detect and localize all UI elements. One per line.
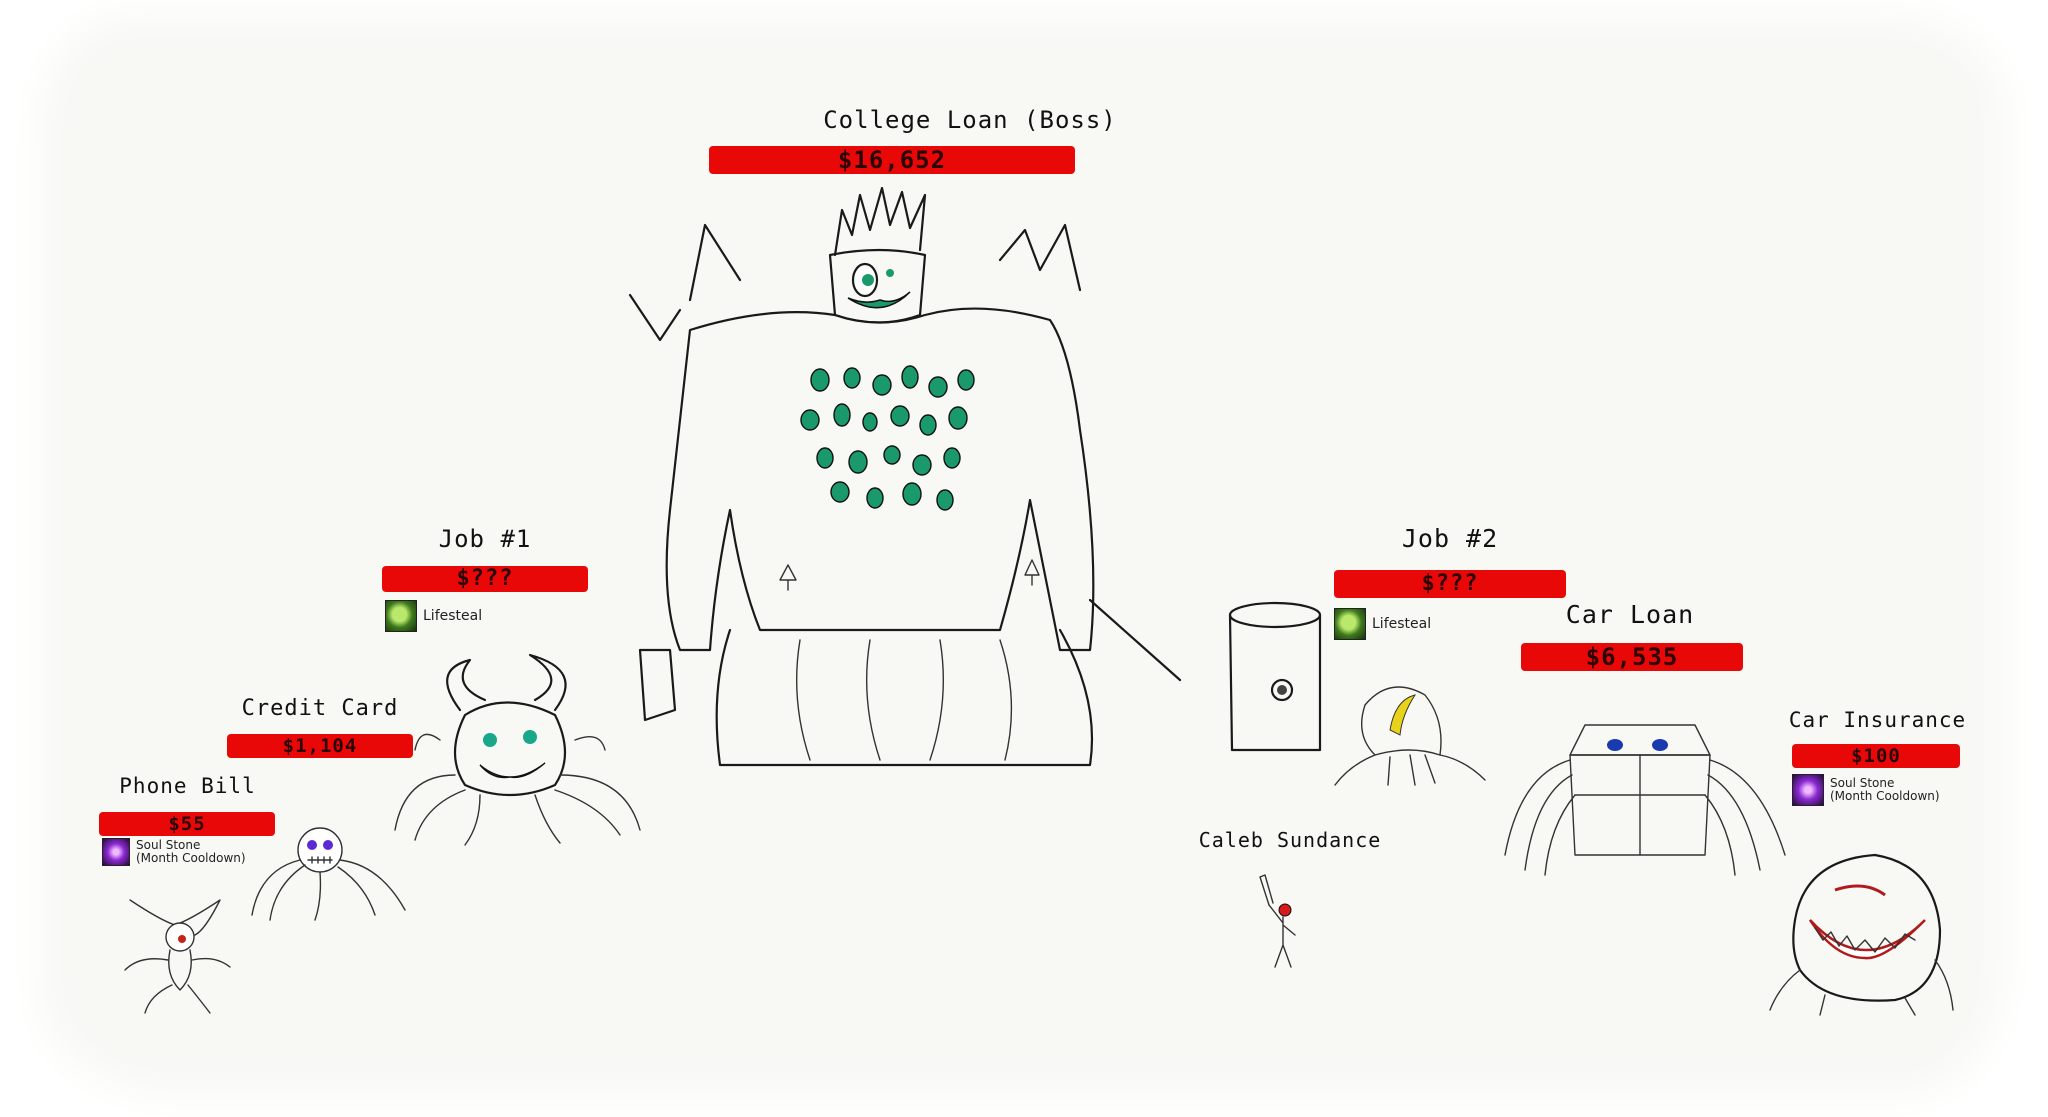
health-bar: $16,652 [709,146,1075,174]
job1-creature-drawing [394,653,641,846]
job2-creature-drawing [1334,686,1486,786]
soul-stone-icon [102,838,130,866]
health-bar: $55 [99,812,275,836]
unit-name: Job #2 [1401,524,1499,553]
paper-background [70,45,1975,1065]
credit-card-creature-drawing [251,827,406,921]
boss-creature-drawing [628,186,1182,767]
health-bar: $100 [1792,744,1960,768]
ability-soul-stone: Soul Stone (Month Cooldown) [1792,774,1940,806]
lifesteal-icon [1334,608,1366,640]
ability-lifesteal: Lifesteal [385,600,482,632]
unit-name: Phone Bill [119,774,256,798]
player-drawing [1259,874,1296,968]
car-loan-creature-drawing [1504,724,1786,876]
eye-cluster [800,365,975,511]
soul-stone-icon [1792,774,1824,806]
health-bar: $??? [382,566,588,592]
unit-name: Caleb Sundance [1198,828,1382,852]
unit-name: Car Insurance [1788,708,1967,732]
unit-name: Credit Card [241,696,399,721]
unit-name: Job #1 [438,525,532,553]
car-insurance-creature-drawing [1769,853,1954,1016]
unit-name: Car Loan [1565,600,1695,629]
health-bar: $??? [1334,570,1566,598]
health-bar: $6,535 [1521,643,1743,671]
ability-soul-stone: Soul Stone (Month Cooldown) [102,838,246,866]
phone-bill-creature-drawing [124,899,231,1014]
unit-name: College Loan (Boss) [823,106,1117,134]
barrel-object-drawing [1228,601,1322,752]
health-bar: $1,104 [227,734,413,758]
lifesteal-icon [385,600,417,632]
ability-lifesteal: Lifesteal [1334,608,1431,640]
